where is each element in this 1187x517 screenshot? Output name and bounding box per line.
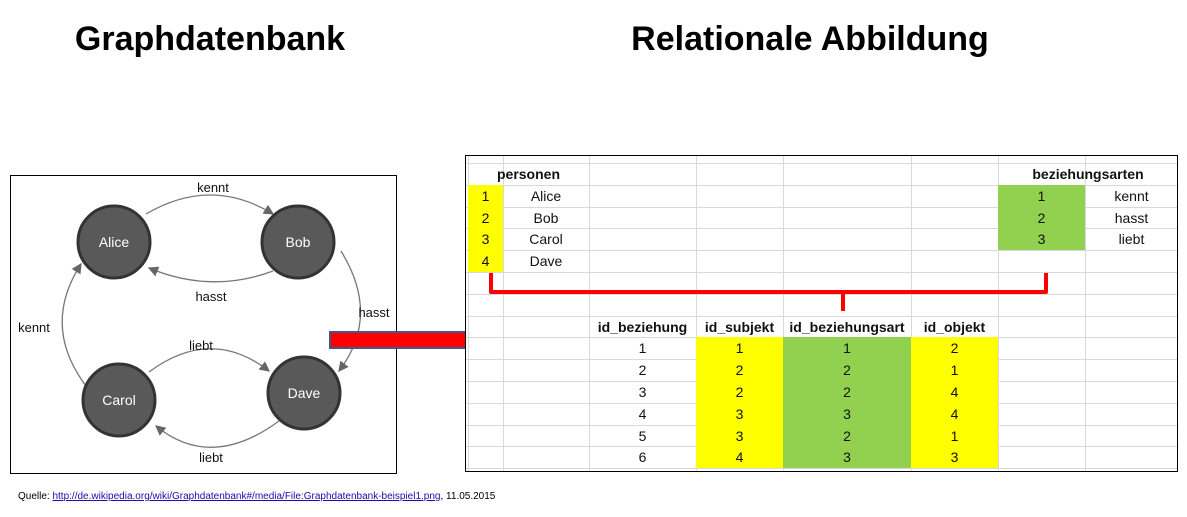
beziehung-cell: 4	[696, 446, 783, 469]
beziehung-cell: 3	[696, 402, 783, 425]
grid-col-line	[911, 156, 912, 471]
node-label: Dave	[288, 385, 321, 401]
grid-row-line	[466, 250, 1177, 252]
beziehung-cell: 3	[696, 424, 783, 447]
grid-col-line	[696, 156, 697, 471]
grid-row-line	[466, 206, 1177, 208]
person-id: 1	[468, 184, 503, 207]
grid-col-line	[589, 156, 590, 471]
beziehungsart-name: hasst	[1114, 209, 1149, 226]
beziehung-cell: 1	[911, 359, 998, 382]
beziehung-cell: 4	[638, 405, 647, 422]
edge-label: kennt	[18, 320, 50, 335]
beziehung-cell: 2	[911, 337, 998, 360]
grid-row-line	[466, 228, 1177, 230]
person-name: Bob	[533, 209, 559, 226]
person-id: 2	[468, 206, 503, 229]
node-label: Alice	[99, 234, 130, 250]
edge-label: liebt	[199, 450, 223, 465]
beziehung-cell: 1	[911, 424, 998, 447]
beziehung-cell: 1	[696, 337, 783, 360]
beziehungen-header: id_beziehung	[597, 318, 688, 335]
red-brace-icon	[489, 273, 1048, 311]
person-name: Carol	[529, 231, 563, 248]
beziehungen-header: id_beziehungsart	[789, 318, 905, 335]
edge-dave-carol	[154, 420, 280, 448]
personen-title: personen	[496, 166, 560, 182]
grid-row-line	[466, 163, 1177, 164]
beziehungsarten-title: beziehungsarten	[1032, 166, 1144, 182]
grid-row-line	[466, 184, 1177, 186]
beziehungsart-id: 3	[998, 228, 1085, 251]
spreadsheet: personen 1 Alice 2 Bob 3 Carol 4 Dave beziehungsa…	[465, 155, 1178, 472]
beziehungsart-id: 2	[998, 206, 1085, 229]
source-citation: Quelle: http://de.wikipedia.org/wiki/Gra…	[18, 491, 495, 502]
grid-row-line	[466, 315, 1177, 317]
beziehung-cell: 1	[638, 340, 647, 357]
grid-row-line	[466, 468, 1177, 470]
grid-row-line	[466, 293, 1177, 295]
edge-label: hasst	[358, 305, 389, 320]
edge-label: hasst	[195, 289, 226, 304]
node-carol	[81, 362, 157, 438]
person-id: 3	[468, 228, 503, 251]
beziehung-cell: 2	[696, 381, 783, 403]
person-id: 4	[468, 250, 503, 273]
edge-label: liebt	[189, 338, 213, 353]
source-prefix: Quelle:	[18, 491, 53, 502]
grid-col-line	[503, 156, 504, 471]
beziehung-cell: 4	[911, 402, 998, 425]
title-graphdatenbank: Graphdatenbank	[74, 20, 346, 58]
source-date: , 11.05.2015	[440, 491, 496, 502]
beziehungen-header: id_subjekt	[704, 318, 775, 335]
node-label: Bob	[286, 234, 311, 250]
source-link[interactable]: http://de.wikipedia.org/wiki/Graphdatenb…	[52, 491, 441, 502]
beziehung-cell: 2	[696, 359, 783, 382]
edge-carol-dave	[148, 348, 271, 373]
node-bob	[260, 204, 336, 280]
beziehung-cell: 2	[783, 381, 911, 403]
beziehung-cell: 2	[638, 362, 647, 379]
node-label: Carol	[102, 392, 135, 408]
edge-bob-dave	[338, 250, 362, 373]
edge-alice-bob	[145, 194, 275, 215]
beziehung-cell: 1	[783, 337, 911, 360]
beziehung-cell: 3	[783, 402, 911, 425]
beziehung-cell: 4	[911, 381, 998, 403]
beziehung-cell: 2	[783, 424, 911, 447]
beziehung-cell: 3	[638, 384, 647, 400]
beziehungen-header: id_objekt	[923, 318, 986, 335]
beziehungsart-name: liebt	[1118, 231, 1145, 248]
edge-label: kennt	[197, 180, 229, 195]
grid-col-line	[998, 156, 999, 471]
beziehung-cell: 5	[638, 427, 647, 444]
node-alice	[76, 204, 152, 280]
edge-carol-alice	[61, 262, 87, 387]
grid-col-line	[468, 156, 469, 471]
beziehung-cell: 2	[783, 359, 911, 382]
beziehungsart-name: kennt	[1114, 187, 1149, 204]
beziehung-cell: 3	[783, 446, 911, 469]
beziehung-cell: 3	[911, 446, 998, 469]
grid-row-line	[466, 272, 1177, 273]
person-name: Dave	[529, 253, 563, 270]
grid-col-line	[783, 156, 784, 471]
title-relationale-abbildung: Relationale Abbildung	[631, 20, 989, 58]
edge-bob-alice	[147, 266, 274, 283]
person-name: Alice	[530, 187, 562, 204]
beziehung-cell: 6	[638, 449, 647, 466]
beziehungsart-id: 1	[998, 184, 1085, 207]
grid-col-line	[1085, 156, 1086, 471]
node-dave	[266, 355, 342, 431]
